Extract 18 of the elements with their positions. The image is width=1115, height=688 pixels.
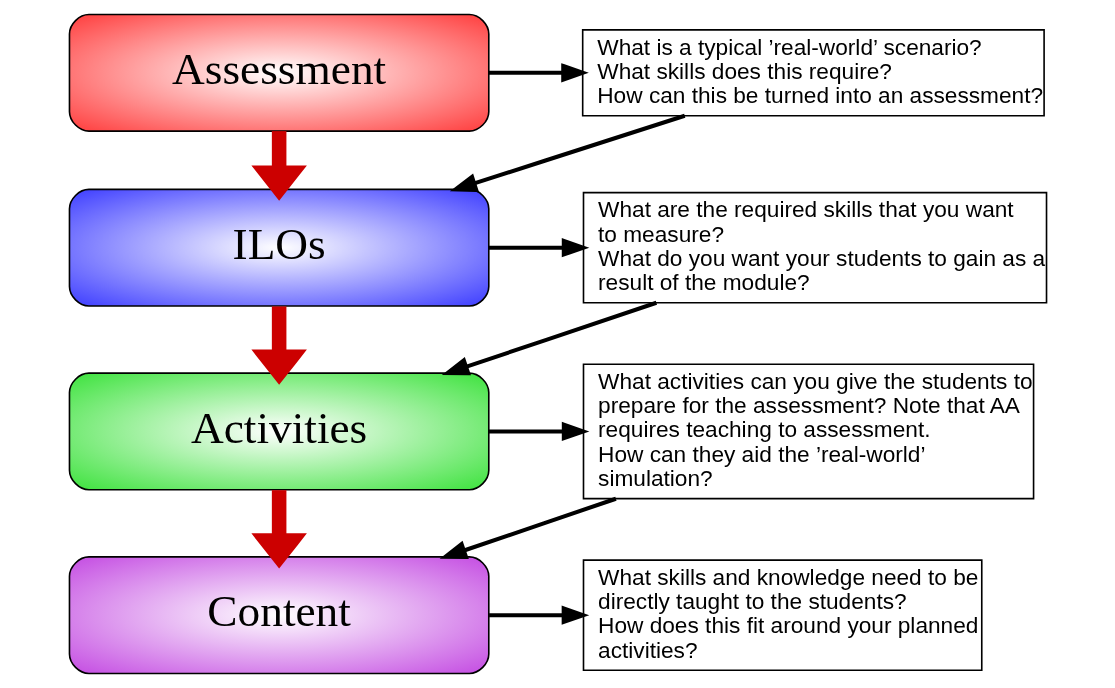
- node-box: Assessment: [68, 13, 490, 132]
- node-box: Content: [68, 556, 490, 675]
- node-box: What are the required skills that you want to measure? What do you want your students to gain as a result of the module?: [582, 191, 1047, 304]
- arrow: [488, 238, 589, 258]
- node-box: What activities can you give the students to prepare for the assessment? Note that AA requires teaching to assessment. How can they aid the ’real-world’ simulation?: [582, 363, 1034, 500]
- arrow: [488, 421, 589, 442]
- arrow: [488, 63, 589, 83]
- node-box: What is a typical ’real-world’ scenario? What skills does this require? How can this be turned into an assessment?: [581, 29, 1045, 117]
- node-box: ILOs: [68, 188, 490, 307]
- arrow: [441, 300, 657, 376]
- node-box: Activities: [68, 372, 490, 491]
- arrow: [488, 605, 589, 625]
- arrow: [250, 490, 307, 569]
- arrow: [449, 113, 685, 192]
- arrow: [439, 496, 617, 560]
- node-box: What skills and knowledge need to be directly taught to the students? How does this fit around your planned activities?: [582, 559, 983, 672]
- arrow: [250, 306, 307, 385]
- arrow: [250, 131, 307, 201]
